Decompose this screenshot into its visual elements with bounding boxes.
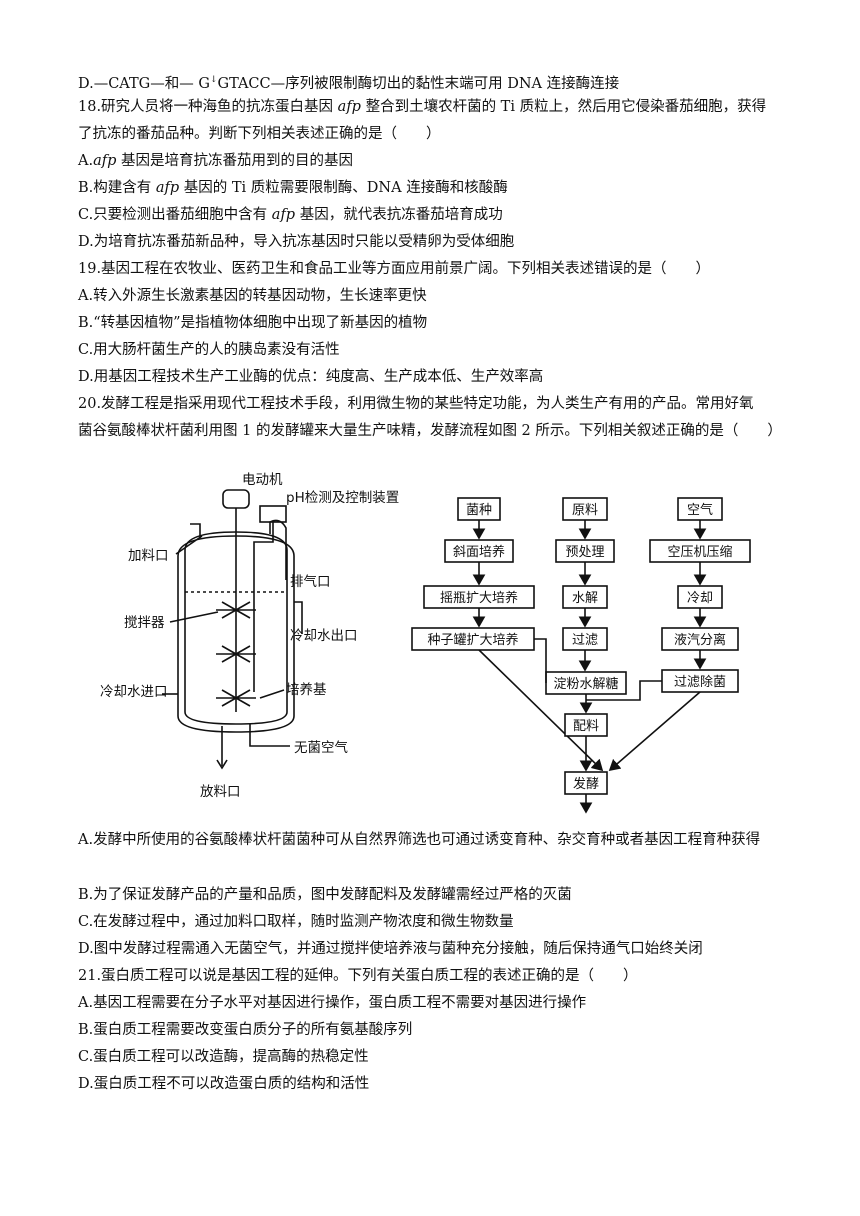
air-pipe: [249, 724, 290, 747]
label-feed: 加料口: [128, 548, 169, 564]
q18c-gene: afp: [271, 207, 296, 223]
label-discharge: 放料口: [200, 784, 241, 800]
q17d-text-rest: GTACC—序列被限制酶切出的黏性末端可用 DNA 连接酶连接: [217, 76, 620, 92]
q18-option-a: A.afp 基因是培育抗冻番茄用到的目的基因: [78, 151, 353, 171]
impeller-1: [216, 601, 256, 619]
q20-stem: 20.发酵工程是指采用现代工程技术手段，利用微生物的某些特定功能，为人类生产有用…: [78, 396, 754, 412]
q18-stem-cont: 了抗冻的番茄品种。判断下列相关表述正确的是（ ）: [78, 126, 441, 142]
q17-option-d: D.—CATG—和— G↓GTACC—序列被限制酶切出的黏性末端可用 DNA 连…: [78, 70, 619, 94]
label-motor: 电动机: [242, 472, 283, 488]
box-separate-label: 液汽分离: [674, 632, 726, 648]
box-compress-label: 空压机压缩: [667, 544, 732, 560]
q18-stem-b: 整合到土壤农杆菌的 Ti 质粒上，然后用它侵染番茄细胞，获得: [360, 99, 767, 115]
stirrer-pointer: [169, 611, 219, 623]
box-ferment-label: 发酵: [573, 776, 599, 792]
ph-device: [259, 505, 287, 523]
q18-option-d: D.为培育抗冻番茄新品种，导入抗冻基因时只能以受精卵为受体细胞: [78, 234, 515, 250]
connector-seed: [534, 638, 547, 683]
ph-probe: [253, 522, 274, 692]
q18-option-c: C.只要检测出番茄细胞中含有 afp 基因，就代表抗冻番茄培育成功: [78, 205, 503, 225]
q19-option-d: D.用基因工程技术生产工业酶的优点：纯度高、生产成本低、生产效率高: [78, 369, 544, 385]
motor-shape: [222, 489, 250, 509]
label-exhaust: 排气口: [290, 574, 331, 590]
box-pretreat-label: 预处理: [565, 545, 604, 560]
impeller-2: [216, 645, 256, 663]
arrow-seed-ferment: [478, 649, 604, 772]
medium-pointer: [259, 689, 285, 699]
box-strain-label: 菌种: [466, 503, 492, 518]
label-cool-in: 冷却水进口: [100, 684, 168, 700]
q18-gene: afp: [337, 99, 361, 115]
q17d-text: D.—CATG—和— G: [78, 76, 210, 92]
label-sterile-air: 无菌空气: [294, 740, 348, 756]
vessel: [184, 531, 288, 725]
vessel-jacket: [177, 535, 295, 733]
fermenter-figure: 电动机 pH检测及控制装置 加料口 排气口 搅拌器 冷却水出口 冷却水进口 培养…: [100, 472, 399, 800]
box-hydro-label: 水解: [572, 591, 598, 606]
box-sterilize-label: 过滤除菌: [674, 675, 726, 690]
q19-option-b: B.“转基因植物”是指植物体细胞中出现了新基因的植物: [78, 315, 428, 331]
box-raw-label: 原料: [572, 503, 598, 518]
label-cool-out: 冷却水出口: [290, 628, 358, 644]
impeller-3: [216, 689, 256, 707]
q18-option-b: B.构建含有 afp 基因的 Ti 质粒需要限制酶、DNA 连接酶和核酸酶: [78, 178, 508, 198]
q21-stem: 21.蛋白质工程可以说是基因工程的延伸。下列有关蛋白质工程的表述正确的是（ ）: [78, 968, 638, 984]
q20-stem-cont: 菌谷氨酸棒状杆菌利用图 1 的发酵罐来大量生产味精，发酵流程如图 2 所示。下列…: [78, 423, 782, 439]
q21-option-c: C.蛋白质工程可以改造酶，提高酶的热稳定性: [78, 1049, 369, 1065]
q19-option-a: A.转入外源生长激素基因的转基因动物，生长速率更快: [78, 288, 427, 304]
q18-stem: 18.研究人员将一种海鱼的抗冻蛋白基因 afp 整合到土壤农杆菌的 Ti 质粒上…: [78, 97, 766, 117]
q21-option-a: A.基因工程需要在分子水平对基因进行操作，蛋白质工程不需要对基因进行操作: [78, 995, 587, 1011]
q21-option-b: B.蛋白质工程需要改变蛋白质分子的所有氨基酸序列: [78, 1022, 413, 1038]
q20-option-a: A.发酵中所使用的谷氨酸棒状杆菌菌种可从自然界筛选也可通过诱变育种、杂交育种或者…: [78, 832, 761, 848]
box-seed-label: 种子罐扩大培养: [427, 632, 518, 648]
q18b-text: 基因的 Ti 质粒需要限制酶、DNA 连接酶和核酸酶: [179, 180, 508, 196]
fermentation-flowchart: 菌种 斜面培养 摇瓶扩大培养 种子罐扩大培养 原料 预处理 水解 过滤 淀粉水解…: [411, 497, 751, 814]
label-medium: 培养基: [286, 681, 327, 698]
box-filter-label: 过滤: [572, 633, 598, 648]
box-starch-label: 淀粉水解糖: [553, 676, 618, 692]
q18b-gene: afp: [155, 180, 180, 196]
q18a-text: 基因是培育抗冻番茄用到的目的基因: [116, 153, 353, 169]
box-cool-label: 冷却: [687, 591, 713, 606]
q18b-prefix: B.构建含有: [78, 180, 156, 196]
label-ph: pH检测及控制装置: [286, 490, 399, 506]
q19-option-c: C.用大肠杆菌生产的人的胰岛素没有活性: [78, 342, 340, 358]
q20-option-b: B.为了保证发酵产品的产量和品质，图中发酵配料及发酵罐需经过严格的灭菌: [78, 887, 572, 903]
box-mix-label: 配料: [573, 719, 599, 734]
q20-option-d: D.图中发酵过程需通入无菌空气，并通过搅拌使培养液与菌种充分接触，随后保持通气口…: [78, 941, 703, 957]
q18c-text: 基因，就代表抗冻番茄培育成功: [295, 207, 503, 223]
exhaust-pipe: [269, 519, 287, 580]
box-shake-label: 摇瓶扩大培养: [440, 590, 518, 606]
q20-option-c: C.在发酵过程中，通过加料口取样，随时监测产物浓度和微生物数量: [78, 914, 514, 930]
q18a-prefix: A.: [78, 153, 94, 169]
q19-stem: 19.基因工程在农牧业、医药卫生和食品工业等方面应用前景广阔。下列相关表述错误的…: [78, 261, 711, 277]
q18-stem-a: 18.研究人员将一种海鱼的抗冻蛋白基因: [78, 99, 338, 115]
feed-pointer: [175, 535, 203, 555]
cut-mark: ↓: [209, 75, 218, 85]
box-slant-label: 斜面培养: [453, 544, 505, 560]
coolout-pipe: [294, 601, 303, 634]
feed-pipe: [190, 523, 201, 538]
label-stirrer: 搅拌器: [124, 615, 165, 631]
arrow-air-ferment: [608, 691, 701, 772]
q21-option-d: D.蛋白质工程不可以改造蛋白质的结构和活性: [78, 1076, 370, 1092]
q18c-prefix: C.只要检测出番茄细胞中含有: [78, 207, 272, 223]
connector-air: [586, 680, 662, 701]
discharge-arrow: [216, 759, 228, 770]
box-air-label: 空气: [687, 502, 713, 518]
q18a-gene: afp: [93, 153, 117, 169]
